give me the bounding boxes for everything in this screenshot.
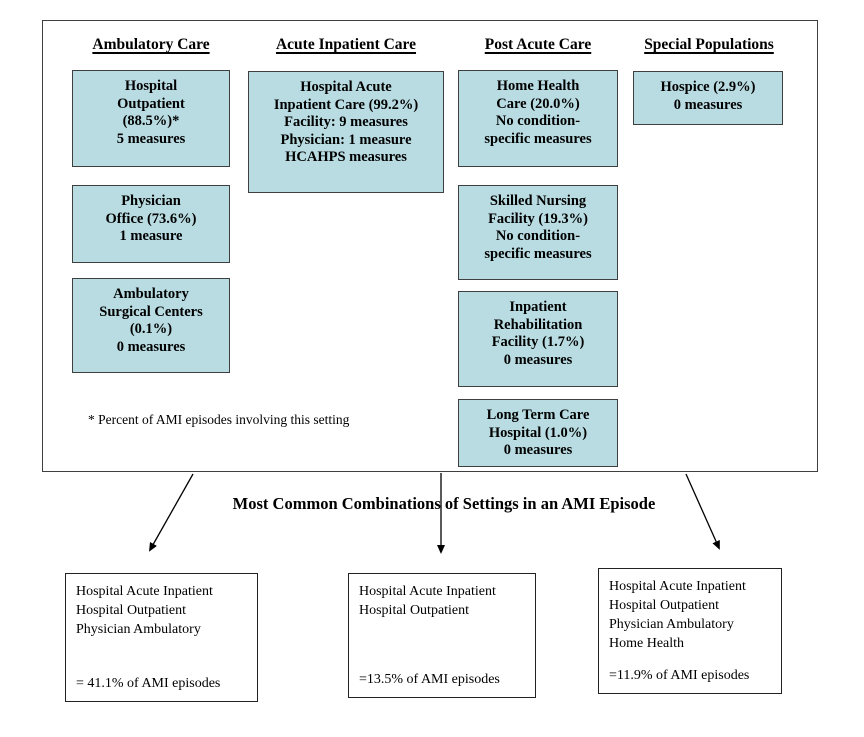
setting-box-home-health: Home Health Care (20.0%) No condition- s… [458, 70, 618, 167]
combination-box-2: Hospital Acute Inpatient Hospital Outpat… [348, 573, 536, 698]
setting-box-line: Hospital (1.0%) [488, 424, 588, 441]
combination-settings: Hospital Acute Inpatient Hospital Outpat… [359, 582, 525, 620]
setting-box-long-term-care: Long Term Care Hospital (1.0%) 0 measure… [458, 399, 618, 467]
setting-box-line: Office (73.6%) [105, 210, 197, 227]
setting-box-line: specific measures [484, 130, 592, 147]
combination-setting-line: Hospital Outpatient [609, 598, 720, 613]
setting-box-line: Hospital [124, 78, 178, 94]
setting-box-line: Ambulatory [113, 286, 189, 302]
combination-box-1: Hospital Acute Inpatient Hospital Outpat… [65, 573, 258, 702]
combination-share: =13.5% of AMI episodes [359, 672, 500, 687]
column-header-acute-inpatient-care: Acute Inpatient Care [275, 36, 417, 53]
setting-box-line: 0 measures [116, 338, 186, 355]
setting-box-ambulatory-surgical-centers: Ambulatory Surgical Centers (0.1%) 0 mea… [72, 278, 230, 373]
setting-box-line: No condition- [495, 113, 581, 129]
setting-box-line: 0 measures [673, 96, 743, 113]
setting-box-line: No condition- [495, 228, 581, 244]
combination-settings: Hospital Acute Inpatient Hospital Outpat… [609, 577, 771, 653]
setting-box-line: Physician [121, 193, 181, 209]
combination-setting-line: Hospital Acute Inpatient [76, 584, 213, 599]
setting-box-skilled-nursing: Skilled Nursing Facility (19.3%) No cond… [458, 185, 618, 280]
column-header-special-populations: Special Populations [644, 36, 774, 53]
setting-box-line: Inpatient Care (99.2%) [273, 96, 419, 113]
setting-box-hospice: Hospice (2.9%) 0 measures [633, 71, 783, 125]
combination-setting-line: Hospital Outpatient [359, 603, 470, 618]
combination-setting-line: Home Health [609, 636, 685, 651]
setting-box-line: Surgical Centers [99, 303, 203, 320]
setting-box-line: Care (20.0%) [496, 95, 580, 112]
setting-box-line: 5 measures [116, 130, 186, 147]
combination-setting-line: Hospital Acute Inpatient [609, 579, 746, 594]
setting-box-hospital-acute-inpatient: Hospital Acute Inpatient Care (99.2%) Fa… [248, 71, 444, 193]
setting-box-line: 1 measure [119, 228, 183, 244]
combination-setting-line: Physician Ambulatory [76, 622, 201, 637]
setting-box-line: 0 measures [503, 442, 573, 458]
combination-box-3: Hospital Acute Inpatient Hospital Outpat… [598, 568, 782, 694]
footnote: * Percent of AMI episodes involving this… [88, 412, 350, 427]
setting-box-line: Hospice (2.9%) [660, 79, 756, 95]
column-header-post-acute-care: Post Acute Care [484, 36, 592, 53]
setting-box-line: Hospital Acute [300, 79, 392, 95]
setting-box-line: Outpatient [117, 95, 185, 112]
setting-box-line: (0.1%) [129, 321, 173, 337]
setting-box-line: Long Term Care [486, 407, 590, 423]
combination-setting-line: Physician Ambulatory [609, 617, 734, 632]
setting-box-line: specific measures [484, 245, 592, 262]
combination-settings: Hospital Acute Inpatient Hospital Outpat… [76, 582, 247, 639]
setting-box-line: Facility (1.7%) [491, 334, 585, 350]
setting-box-line: (88.5%)* [122, 113, 180, 129]
setting-box-line: HCAHPS measures [285, 149, 407, 165]
setting-box-line: Home Health [496, 78, 580, 94]
setting-box-line: Facility: 9 measures [284, 114, 408, 130]
setting-box-line: Inpatient [509, 299, 567, 315]
setting-box-line: Rehabilitation [493, 316, 583, 333]
combination-setting-line: Hospital Outpatient [76, 603, 187, 618]
setting-box-inpatient-rehabilitation: Inpatient Rehabilitation Facility (1.7%)… [458, 291, 618, 387]
combination-setting-line: Hospital Acute Inpatient [359, 584, 496, 599]
setting-box-line: 0 measures [503, 351, 573, 368]
combinations-heading: Most Common Combinations of Settings in … [232, 494, 656, 513]
combination-share: =11.9% of AMI episodes [609, 668, 750, 683]
column-header-ambulatory-care: Ambulatory Care [92, 36, 210, 53]
setting-box-line: Skilled Nursing [489, 193, 587, 209]
setting-box-line: Physician: 1 measure [280, 131, 412, 148]
setting-box-physician-office: Physician Office (73.6%) 1 measure [72, 185, 230, 263]
setting-box-line: Facility (19.3%) [488, 210, 588, 227]
setting-box-hospital-outpatient: Hospital Outpatient (88.5%)* 5 measures [72, 70, 230, 167]
combination-share: = 41.1% of AMI episodes [76, 676, 221, 691]
